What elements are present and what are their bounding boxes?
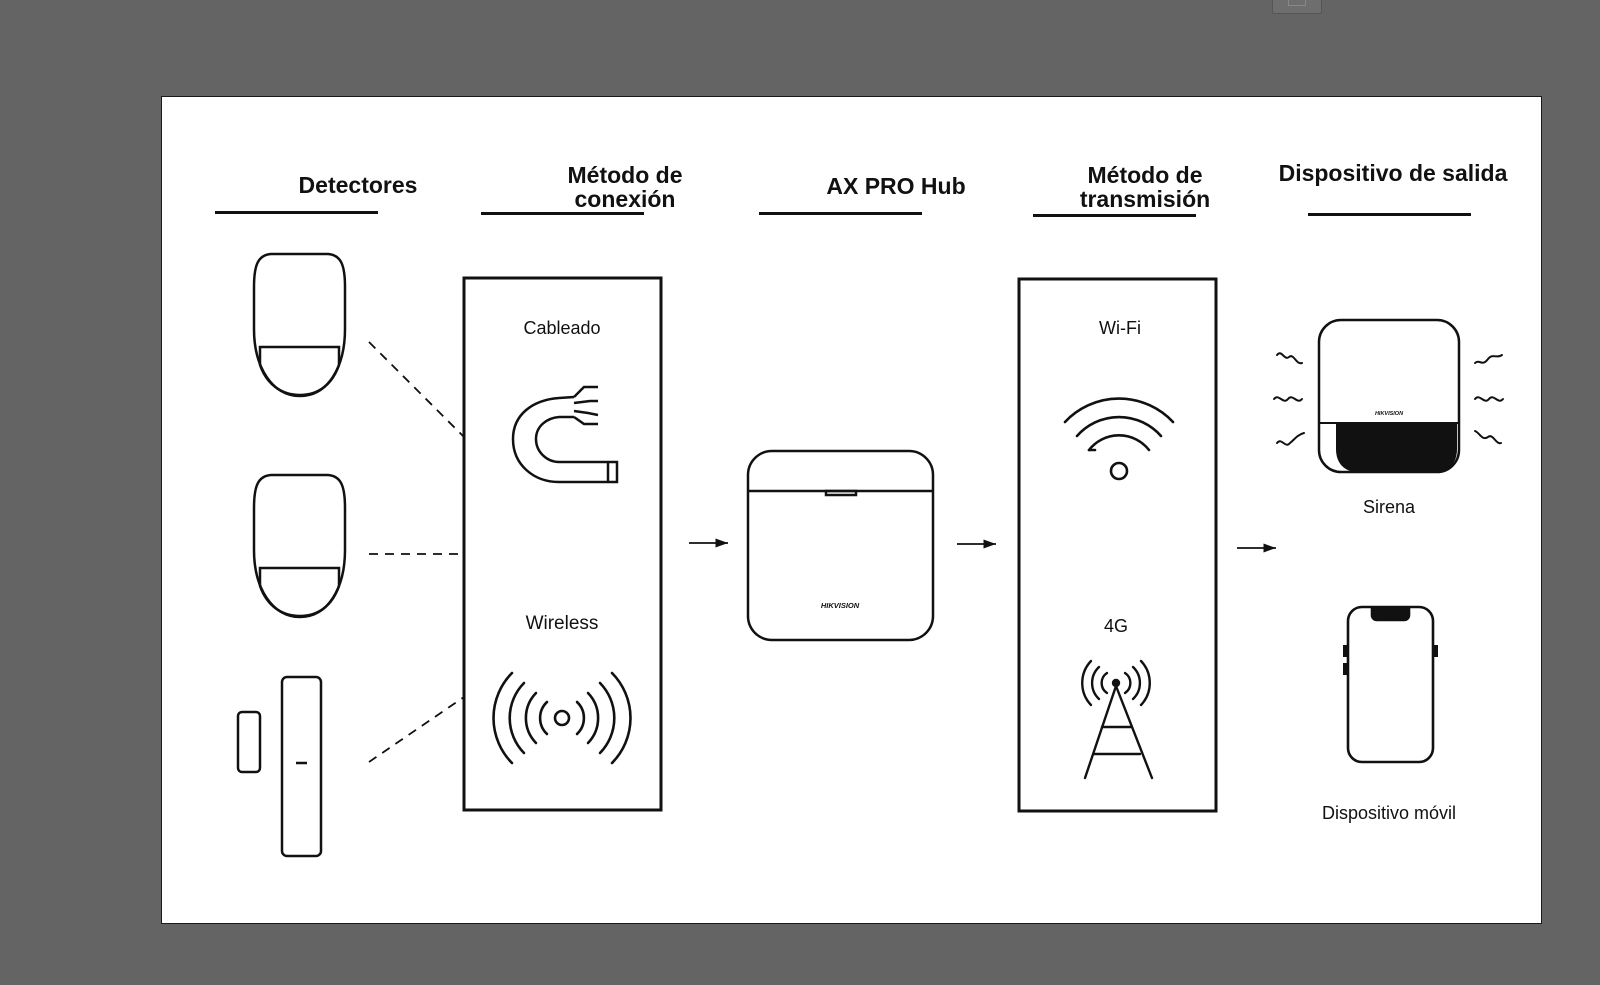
heading-transmission: Método de transmisión xyxy=(1079,162,1211,212)
cell-tower-icon xyxy=(1081,659,1154,780)
siren-brand-logo: HIKVISION xyxy=(1375,411,1404,417)
ax-pro-hub-icon xyxy=(746,449,935,642)
transmission-method-box xyxy=(1017,277,1218,813)
siren-icon xyxy=(1317,318,1461,474)
heading-output-underline xyxy=(1308,213,1471,216)
pir-detector-icon xyxy=(252,473,347,619)
wifi-icon xyxy=(1063,397,1175,481)
label-wired: Cableado xyxy=(523,318,601,338)
heading-detectors: Detectores xyxy=(298,172,418,198)
pir-detector-icon xyxy=(252,252,347,398)
heading-connection-underline xyxy=(481,212,644,215)
heading-detectors-underline xyxy=(215,211,378,214)
hub-brand-logo: HIKVISION xyxy=(821,601,860,610)
top-tab[interactable] xyxy=(1272,0,1322,14)
heading-hub-underline xyxy=(759,212,922,215)
door-contact-icon xyxy=(236,675,323,858)
label-wireless: Wireless xyxy=(525,613,599,634)
cable-icon xyxy=(511,385,619,484)
sound-waves-icon xyxy=(1273,352,1504,446)
connection-method-box xyxy=(462,276,663,812)
heading-connection: Método de conexión xyxy=(567,162,683,212)
mobile-phone-icon xyxy=(1343,605,1438,764)
diagram-canvas: Detectores Método de conexión AX PRO Hub… xyxy=(161,96,1542,924)
heading-output: Dispositivo de salida xyxy=(1278,160,1508,186)
heading-hub: AX PRO Hub xyxy=(826,173,966,199)
wireless-signal-icon xyxy=(492,671,632,765)
label-4g: 4G xyxy=(1103,616,1128,636)
dashed-connectors xyxy=(368,341,465,763)
tab-handle-icon xyxy=(1288,0,1306,6)
label-wifi: Wi-Fi xyxy=(1099,318,1141,338)
diagram-graphics: HIKVISION xyxy=(236,252,1504,858)
label-mobile: Dispositivo móvil xyxy=(1321,803,1457,823)
heading-transmission-underline xyxy=(1033,214,1196,217)
label-siren: Sirena xyxy=(1362,497,1416,517)
